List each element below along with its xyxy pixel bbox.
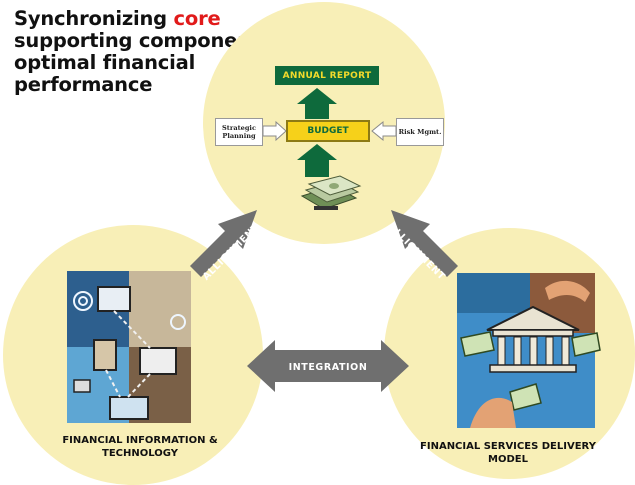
risk-mgmt-box: Risk Mgmt.: [396, 118, 444, 146]
up-arrow-upper: [297, 88, 337, 119]
annual-report-box: ANNUAL REPORT: [275, 66, 379, 85]
up-arrow-lower: [297, 144, 337, 177]
budget-box: BUDGET: [286, 120, 370, 142]
integration-label: INTEGRATION: [289, 362, 368, 373]
integration-arrow: [247, 340, 409, 392]
alignment-right-label: ALLIGNMENT: [386, 222, 447, 283]
money-stack-icon: [300, 175, 362, 210]
headline-prefix: Synchronizing: [14, 7, 174, 30]
headline-accent: core: [173, 7, 221, 30]
headline: Synchronizing core supporting components…: [14, 8, 314, 96]
financial-info-tech-label: FINANCIAL INFORMATION & TECHNOLOGY: [62, 435, 218, 459]
strategic-arrow: [262, 120, 287, 142]
financial-services-label: FINANCIAL SERVICES DELIVERY MODEL: [420, 441, 596, 465]
alignment-left-label: ALLIGNMENT: [201, 222, 262, 283]
strategic-planning-box: Strategic Planning: [215, 118, 263, 146]
alignment-arrow-left: [190, 210, 257, 277]
alignment-arrow-right: [391, 210, 458, 277]
risk-arrow: [371, 120, 397, 142]
